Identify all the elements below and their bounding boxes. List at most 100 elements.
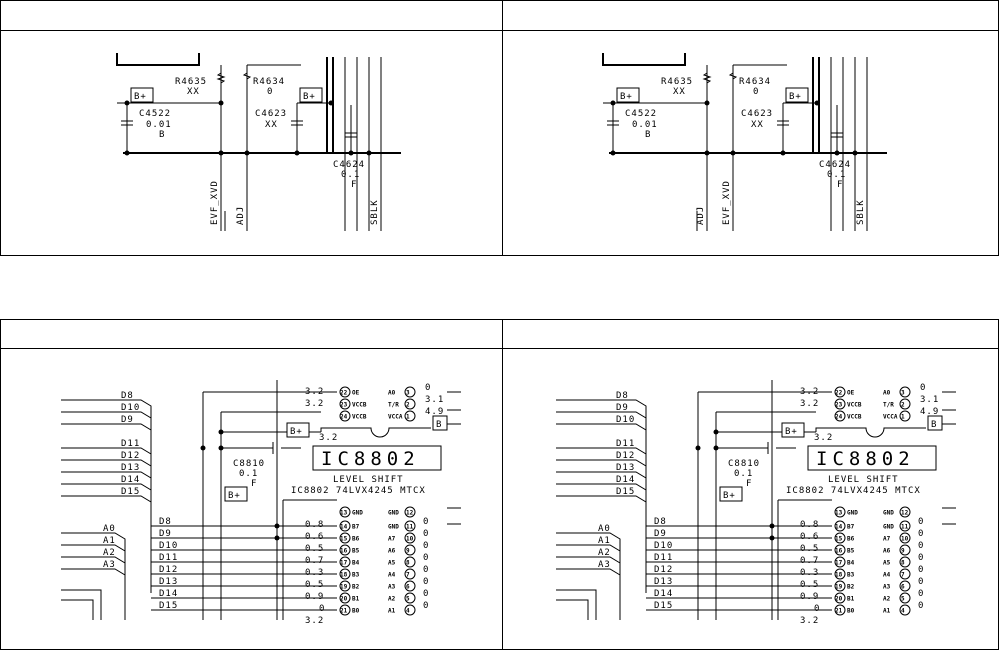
tr-signal-1: ADJ (696, 206, 706, 225)
br-right-pin (899, 386, 911, 398)
bl-left-pin-name: B5 (352, 548, 360, 555)
bl-aux-wire (61, 589, 102, 620)
tr-signal-3: SBLK (856, 199, 866, 225)
bl-voltage-pin: 0.8 (305, 520, 324, 530)
br-left-pin-name: GND (847, 510, 858, 517)
bl-junction-dot (274, 535, 280, 541)
br-ic-body (815, 427, 926, 438)
br-left-pin (834, 544, 846, 556)
br-left-pin (834, 568, 846, 580)
bl-left-pin-name: B7 (352, 524, 360, 531)
br-bus-out-label: D12 (654, 565, 673, 575)
br-right-pin-number: 12 (901, 510, 909, 517)
bl-voltage-pin: 0 (319, 604, 325, 614)
bl-addr-label: A2 (103, 548, 116, 558)
bl-bus-in-label: D13 (121, 463, 140, 473)
bl-bus-in-label: D10 (121, 403, 140, 413)
br-bus-out-label: D14 (654, 589, 673, 599)
tl-c4624: C4624 (333, 160, 365, 170)
bl-left-pin-number: 21 (340, 608, 348, 615)
bl-left-pin-number: 20 (340, 596, 348, 603)
bl-ic-function: LEVEL SHIFT (333, 475, 404, 485)
br-bus-out-label: D13 (654, 577, 673, 587)
br-bplus-box (719, 486, 743, 502)
br-left-pin-number: 17 (835, 560, 843, 567)
bl-bus-out-label: D14 (159, 589, 178, 599)
bl-left-pin (339, 506, 351, 518)
bl-left-pin-name: OE (352, 390, 360, 397)
bl-rhs-voltage-pin: 0 (423, 589, 429, 599)
br-left-pin-name: OE (847, 390, 855, 397)
br-bplus-a: B+ (785, 427, 798, 437)
br-right-pin (899, 604, 911, 616)
bl-bus-out-label: D11 (159, 553, 178, 563)
tr-c4522-val: 0.01 (632, 120, 658, 130)
bl-right-pin-name: VCCA (388, 414, 403, 421)
bl-bus-out-label: D10 (159, 541, 178, 551)
bl-right-pin (404, 568, 416, 580)
bl-left-pin-number: 22 (340, 390, 348, 397)
bl-c8810-symbol (272, 442, 278, 454)
bl-ic-name: IC8802 (321, 448, 420, 470)
tr-bplus-2: B+ (789, 92, 802, 102)
bl-c8810-value: 0.1 (239, 469, 258, 479)
br-left-pin (834, 592, 846, 604)
br-bplus-b: B+ (723, 491, 736, 501)
br-left-pin (834, 556, 846, 568)
br-left-pin (834, 580, 846, 592)
bl-voltage-pin: 0.5 (305, 544, 324, 554)
bl-right-pin-name: T/R (388, 402, 399, 409)
bl-right-pin (404, 398, 416, 410)
bottom-column-divider (502, 320, 503, 649)
bl-right-pin-number: 1 (406, 414, 410, 421)
br-left-pin (834, 410, 846, 422)
bl-bus-in-label: D14 (121, 475, 140, 485)
tl-signal-1: EVF_XVD (210, 180, 220, 225)
bl-junction-dot (274, 523, 280, 529)
br-right-pin-number: 7 (901, 572, 905, 579)
bl-left-pin-number: 18 (340, 572, 348, 579)
br-right-pin-number: 5 (901, 596, 905, 603)
br-rhs-voltage-top: 4.9 (920, 407, 939, 417)
tr-c4624-type: F (837, 180, 843, 190)
br-ic-name: IC8802 (816, 448, 915, 470)
bl-bus-in-label: D11 (121, 439, 140, 449)
tr-r4634-val: 0 (753, 87, 759, 97)
br-bus-out-label: D8 (654, 517, 667, 527)
bl-left-pin-name: GND (352, 510, 363, 517)
br-bus-in-label: D8 (616, 391, 629, 401)
br-bus-in-label: D14 (616, 475, 635, 485)
bl-left-pin-name: B1 (352, 596, 360, 603)
bl-c8810-label: C8810 (233, 459, 265, 469)
br-right-pin (899, 410, 911, 422)
br-bus-in-label: D15 (616, 487, 635, 497)
tl-r4635: R4635 (175, 77, 207, 87)
bl-right-pin (404, 556, 416, 568)
br-rhs-wire (942, 391, 956, 525)
br-rhs-voltage-pin: 0 (918, 541, 924, 551)
br-bplus-c: B (931, 420, 937, 430)
bl-voltage-top: 3.2 (319, 433, 338, 443)
bl-vertical-wire (202, 380, 284, 620)
br-right-pin-number: 11 (901, 524, 909, 531)
br-bus-in-label: D12 (616, 451, 635, 461)
bl-rhs-voltage-pin: 0 (423, 565, 429, 575)
bl-bplus-a: B+ (290, 427, 303, 437)
bl-rhs-voltage-pin: 0 (423, 553, 429, 563)
top-left-schematic: B+ B+ R4635 XX R4634 0 C4522 0.01 B C462… (116, 53, 401, 231)
br-ic-box (807, 445, 937, 471)
br-left-pin-name: B0 (847, 608, 855, 615)
bl-left-pin (339, 604, 351, 616)
br-right-pin-number: 6 (901, 584, 905, 591)
br-bplus-box (781, 422, 805, 438)
br-right-pin-name: GND (883, 510, 894, 517)
br-rhs-voltage-pin: 0 (918, 565, 924, 575)
tr-c4624: C4624 (819, 160, 851, 170)
bl-right-pin (404, 580, 416, 592)
br-left-pin (834, 520, 846, 532)
br-left-pin-name: B2 (847, 584, 855, 591)
top-comparison-panel: B+ B+ R4635 XX R4634 0 C4522 0.01 B C462… (0, 0, 999, 256)
tr-r4635-val: XX (673, 87, 686, 97)
br-right-pin-name: A0 (883, 390, 891, 397)
